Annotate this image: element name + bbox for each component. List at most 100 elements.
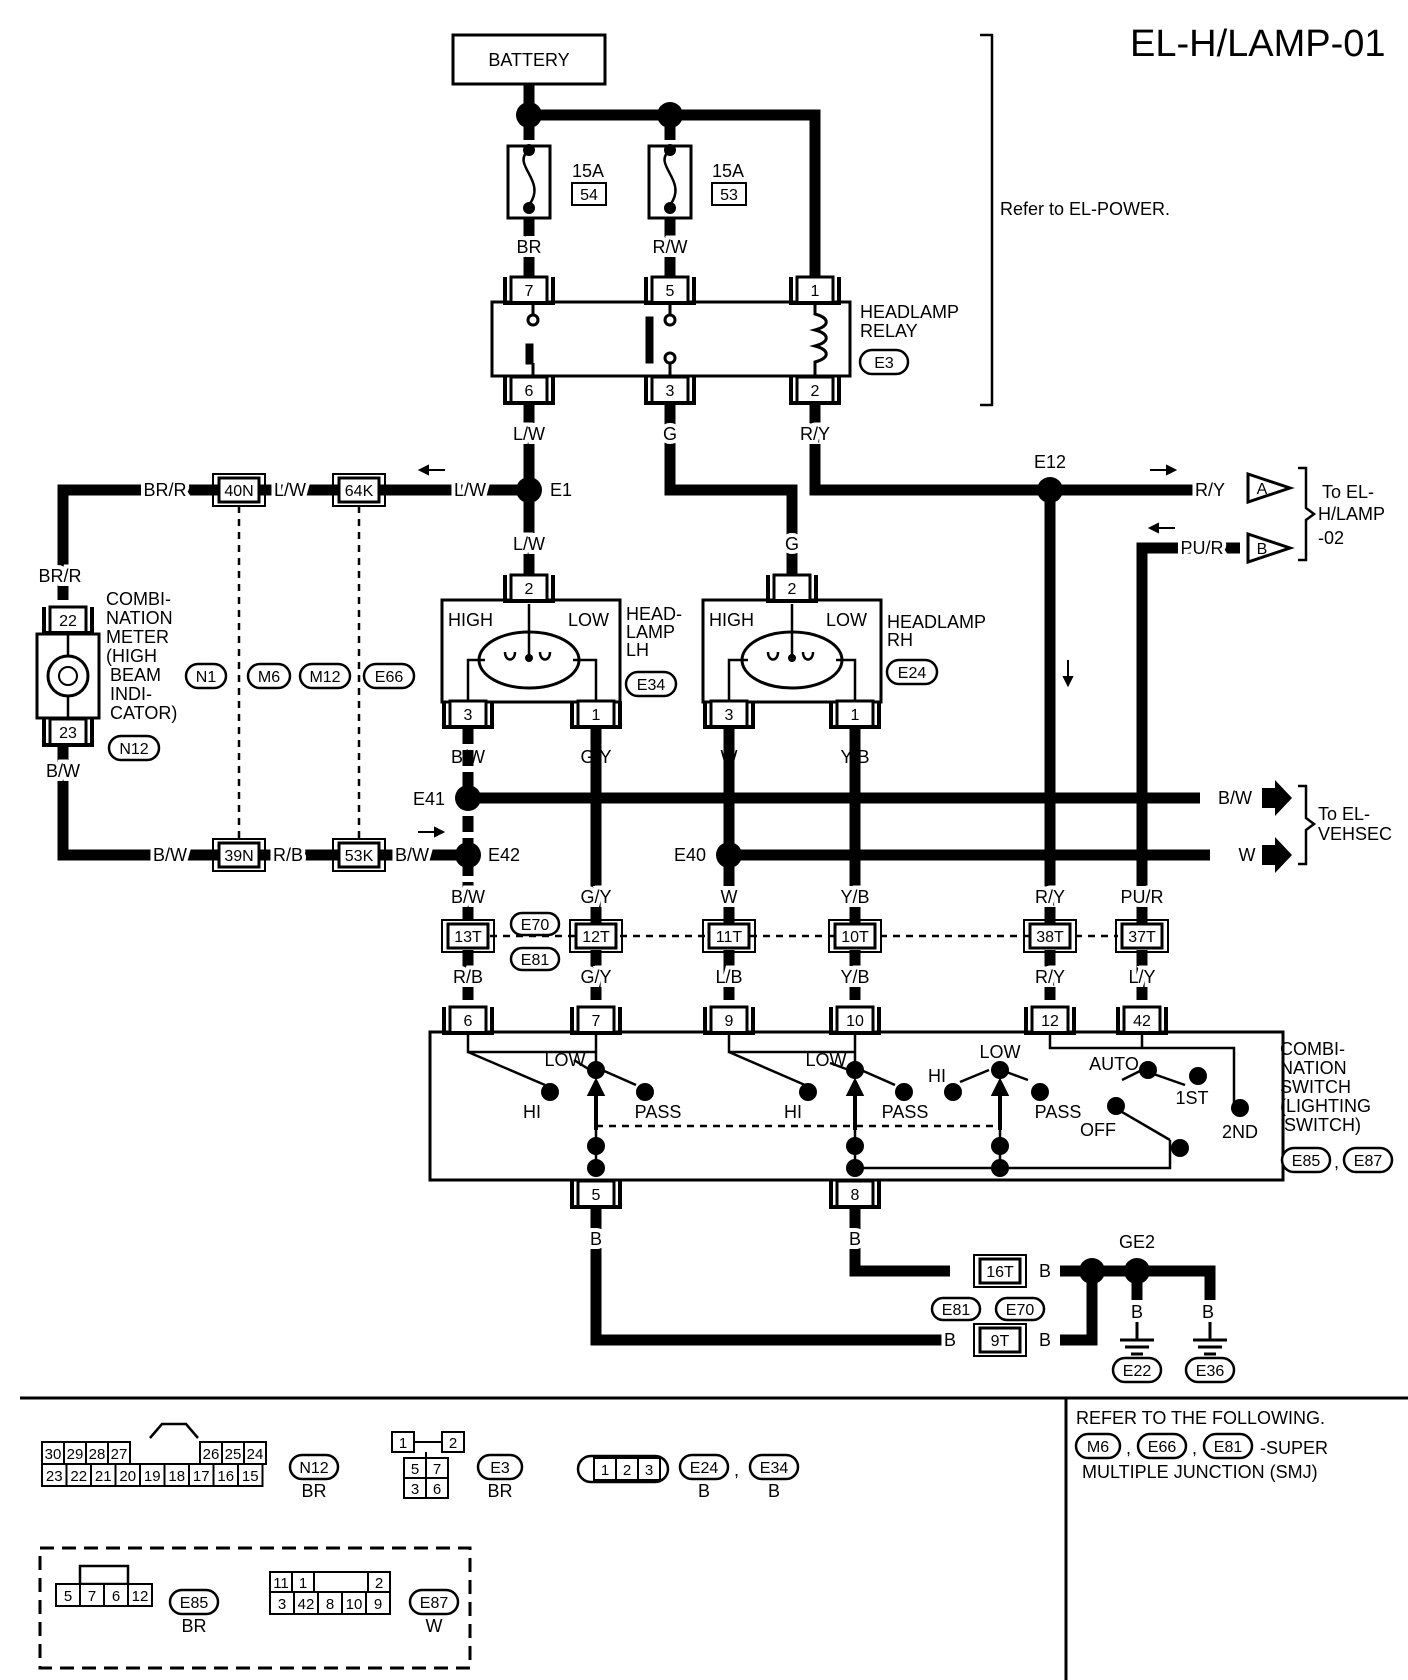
n12-bot-pin: 22: [70, 1468, 87, 1485]
rh-pin-3: 3: [725, 707, 734, 724]
meter-line-1: COMBI-: [106, 589, 171, 609]
wire-lw-label-2: L/W: [454, 480, 486, 500]
switch-contacts: [541, 1061, 1249, 1177]
meter-pin-23: 23: [59, 725, 77, 742]
wire-yb-label-3: Y/B: [840, 967, 869, 987]
switch-conn-e87-badge: [1342, 1146, 1394, 1174]
sw-hi-1: HI: [523, 1102, 541, 1122]
ref-n1-badge: [184, 662, 228, 690]
conn-64k: 64K: [345, 483, 374, 500]
rh-bulb: [727, 604, 857, 702]
wires-to-switch: [462, 950, 1148, 1000]
ref-e66: E66: [375, 669, 404, 686]
switch-line-1: COMBI-: [1280, 1039, 1345, 1059]
sw-low-2: LOW: [805, 1050, 846, 1070]
rh-name-2: RH: [887, 630, 913, 650]
e24-cell: [637, 1457, 661, 1481]
sw-pin-12: 12: [1041, 1013, 1059, 1030]
fuse53-num: 53: [720, 187, 738, 204]
legend-e3-color: BR: [487, 1481, 512, 1501]
ref-m12: M12: [309, 669, 340, 686]
n12-bot-pin: 17: [193, 1468, 210, 1485]
legend-ref-e81: E81: [1214, 1439, 1243, 1456]
n12-bot-pin: 23: [46, 1468, 63, 1485]
rh-conn-badge: [885, 658, 939, 686]
conn-13t: 13T: [454, 929, 482, 946]
fuse54-amps: 15A: [572, 161, 604, 181]
legend-e24-badge: [678, 1453, 730, 1481]
n12-bot-pin: 16: [217, 1468, 234, 1485]
ground-e22: E22: [1123, 1363, 1152, 1380]
fuse53-amps: 15A: [712, 161, 744, 181]
wire-brr-label-2: BR/R: [38, 566, 81, 586]
e3-cell: [425, 1477, 449, 1499]
legend-e85: E85: [180, 1595, 209, 1612]
legend-n12-color: BR: [301, 1481, 326, 1501]
legend-e34-badge: [748, 1453, 800, 1481]
battery-splice-2: [657, 102, 683, 128]
sw-off: OFF: [1080, 1120, 1116, 1140]
relay-name-1: HEADLAMP: [860, 302, 959, 322]
lh-conn: E34: [637, 677, 666, 694]
battery-splice-1: [516, 102, 542, 128]
e3-pin: 6: [433, 1481, 441, 1498]
e87-pin: 10: [346, 1596, 363, 1613]
to-lamp02-a: A: [1257, 481, 1268, 498]
lw-to-meter-wire: [57, 484, 529, 600]
conn-39n: 39N: [224, 848, 253, 865]
ref-n1: N1: [196, 669, 217, 686]
rh-high: HIGH: [709, 610, 754, 630]
n12-top-pin: 29: [67, 1446, 84, 1463]
e85-pin: 7: [88, 1588, 96, 1605]
rh-conn: E24: [898, 665, 927, 682]
vehsec-w-arrow: [1262, 837, 1292, 873]
to-vehsec-line1: To EL-: [1318, 804, 1370, 824]
n12-top-pin: 27: [111, 1446, 128, 1463]
e24-pin: 2: [623, 1462, 631, 1479]
relay-pin-3: 3: [666, 383, 675, 400]
wire-b-label-2: B: [849, 1229, 861, 1249]
junction-e40: [716, 842, 742, 868]
lh-low: LOW: [568, 610, 609, 630]
relay-contacts: [525, 304, 828, 376]
ground-e36-badge: [1184, 1356, 1236, 1384]
relay-pin-5: 5: [666, 283, 675, 300]
conn-38t: 38T: [1036, 929, 1064, 946]
junction-e42-label: E42: [488, 845, 520, 865]
conn-9t: 9T: [991, 1333, 1010, 1350]
ground-e36: E36: [1196, 1363, 1225, 1380]
conn-53k: 53K: [345, 848, 374, 865]
wire-ry-label-1: R/Y: [800, 424, 830, 444]
junction-e12-label: E12: [1034, 452, 1066, 472]
n12-bot-pin: 19: [144, 1468, 161, 1485]
legend-sep: ,: [734, 1460, 739, 1480]
to-lamp02-line1: To EL-: [1322, 482, 1374, 502]
legend-n12: N12: [299, 1460, 328, 1477]
wire-lw-label-4: L/W: [513, 534, 545, 554]
wire-lb-label: L/B: [715, 967, 742, 987]
rh-name-1: HEADLAMP: [887, 612, 986, 632]
relay-name-2: RELAY: [860, 321, 918, 341]
wire-b-label-4: B: [1039, 1261, 1051, 1281]
relay-pin-2: 2: [811, 383, 820, 400]
sw-pin-42: 42: [1133, 1013, 1151, 1030]
legend-e87-badge: [408, 1588, 460, 1616]
e81-badge-mid: [509, 946, 561, 972]
battery-label: BATTERY: [488, 50, 569, 70]
n12-bot-pin: 18: [168, 1468, 185, 1485]
switch-conn-sep: ,: [1334, 1152, 1339, 1172]
wire-ly-label: L/Y: [1128, 967, 1155, 987]
n12-top-pin: 28: [89, 1446, 106, 1463]
meter-pin-22: 22: [59, 613, 77, 630]
switch-line-2: NATION: [1280, 1058, 1347, 1078]
sw-low-1: LOW: [544, 1050, 585, 1070]
wire-lw-label-3: L/W: [274, 480, 306, 500]
to-vehsec-line2: VEHSEC: [1318, 824, 1392, 844]
ry-relay-wire: [809, 404, 1220, 496]
junction-e42: [455, 842, 481, 868]
flow-arrow-right-1: [1150, 464, 1178, 476]
flow-arrow-left: [417, 464, 445, 476]
